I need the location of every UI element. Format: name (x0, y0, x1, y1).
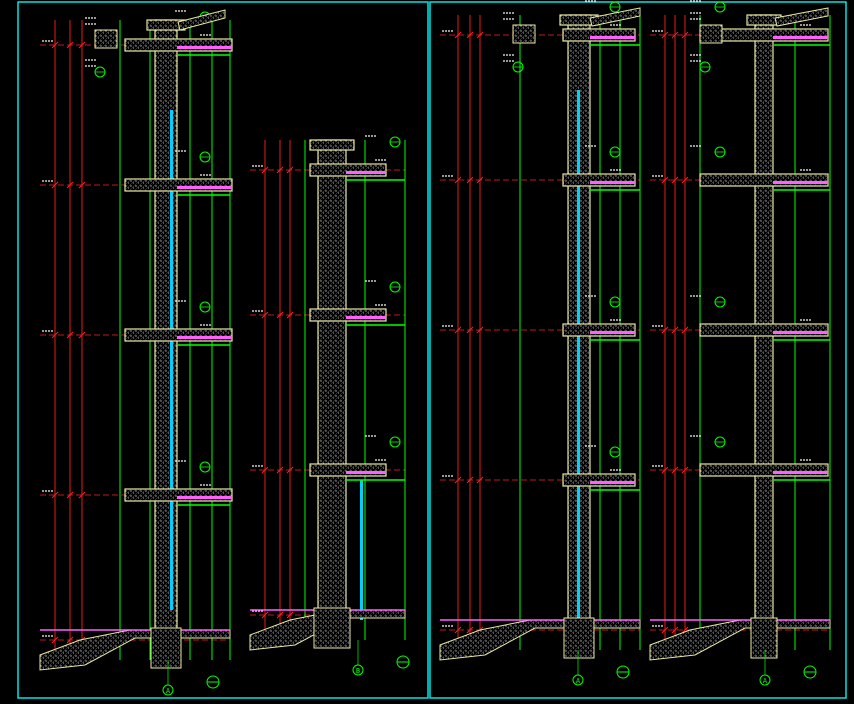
foundation (313, 607, 351, 649)
floor-slab (124, 328, 233, 342)
wall-body (317, 139, 347, 641)
floor-finish (346, 471, 386, 474)
foundation (750, 617, 778, 659)
floor-finish (346, 316, 386, 319)
roof-detail-3 (690, 12, 723, 73)
floor-finish (590, 331, 635, 334)
roof-detail-1 (85, 17, 118, 78)
dimension-tick (681, 466, 689, 474)
dimension-tick (671, 626, 679, 634)
dimension-tick (671, 176, 679, 184)
roof-slope (177, 9, 226, 31)
floor-finish (773, 331, 828, 334)
dimension-tick (671, 31, 679, 39)
curtain-glass (360, 480, 363, 620)
roof-detail-block (699, 24, 723, 44)
floor-finish (177, 336, 232, 339)
wall-section-1: A (39, 10, 233, 696)
floor-slab (562, 173, 636, 187)
curtain-glass (170, 110, 173, 610)
dimension-tick (681, 31, 689, 39)
floor-finish (177, 496, 232, 499)
roof-detail-block (94, 29, 118, 49)
roof-detail-block (512, 24, 536, 44)
ground-fill (39, 629, 231, 671)
floor-slab (309, 308, 387, 322)
floor-slab (699, 463, 829, 477)
floor-finish (773, 471, 828, 474)
floor-slab (562, 28, 636, 42)
foundation (150, 627, 182, 669)
floor-finish (177, 46, 232, 49)
floor-slab (309, 463, 387, 477)
foundation (563, 617, 595, 659)
wall-section-4: A (649, 0, 831, 686)
floor-slab (562, 323, 636, 337)
floor-slab (124, 38, 233, 52)
axis-label: A (763, 677, 768, 685)
dimension-tick (681, 326, 689, 334)
sheet-right-frame (429, 1, 847, 699)
floor-finish (590, 36, 635, 39)
floor-finish (590, 481, 635, 484)
floor-slab (309, 163, 387, 177)
floor-finish (590, 181, 635, 184)
curtain-glass (577, 90, 580, 620)
dimension-tick (671, 466, 679, 474)
dimension-tick (681, 176, 689, 184)
floor-slab (124, 178, 233, 192)
axis-label: A (166, 687, 171, 695)
floor-slab (699, 323, 829, 337)
axis-label: B (356, 667, 360, 675)
dimension-tick (681, 626, 689, 634)
parapet (309, 139, 355, 151)
roof-slope (589, 7, 641, 27)
floor-finish (773, 181, 828, 184)
ground-fill (439, 619, 641, 661)
wall-section-2: B (249, 135, 410, 676)
dimension-tick (671, 326, 679, 334)
floor-finish (177, 186, 232, 189)
floor-slab (124, 488, 233, 502)
floor-slab (699, 173, 829, 187)
floor-finish (773, 36, 828, 39)
axis-label: A (576, 677, 581, 685)
sheet-left-frame (17, 1, 429, 699)
roof-detail-2 (503, 12, 536, 73)
floor-slab (562, 473, 636, 487)
wall-section-3: A (439, 0, 641, 686)
ground-fill (249, 609, 406, 651)
roof-slope (774, 7, 829, 27)
floor-finish (346, 171, 386, 174)
ground-fill (649, 619, 831, 661)
